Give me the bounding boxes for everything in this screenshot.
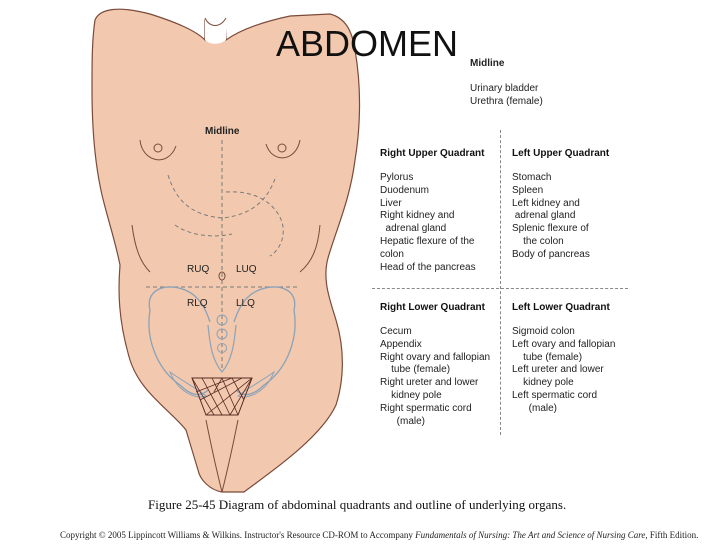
rlq-organ: Right ureter and lower [380, 377, 479, 389]
rlq-organ: Appendix [380, 338, 422, 350]
right-flank-line [299, 224, 321, 273]
liver-outline [174, 224, 233, 237]
left-hip-socket [237, 370, 276, 398]
figure-caption: Figure 25-45 Diagram of abdominal quadra… [148, 497, 567, 512]
ruq-organ: adrenal gland [380, 223, 447, 235]
quadrant-divider-horizontal [372, 288, 628, 289]
midline-organ-list: Urinary bladder Urethra (female) [470, 83, 543, 109]
llq-heading: Left Lower Quadrant [512, 302, 610, 313]
ruq-organ: Head of the pancreas [380, 261, 476, 273]
ruq-label: RUQ [187, 264, 210, 275]
luq-organ-list: Stomach Spleen Left kidney and adrenal g… [512, 172, 590, 262]
right-breast [139, 139, 177, 161]
left-breast [265, 139, 301, 159]
ruq-organ: Duodenum [380, 184, 429, 196]
pelvis-outline [148, 286, 296, 396]
ruq-organ: colon [380, 248, 404, 260]
llq-organ: Left spermatic cord [512, 389, 598, 401]
luq-organ: the colon [512, 235, 564, 247]
ruq-heading: Right Upper Quadrant [380, 148, 485, 159]
ruq-organ: Hepatic flexure of the [380, 235, 475, 247]
rlq-organ-list: Cecum Appendix Right ovary and fallopian… [380, 326, 490, 428]
copyright-notice: Copyright © 2005 Lippincott Williams & W… [60, 530, 698, 540]
copyright-prefix: Copyright © 2005 Lippincott Williams & W… [60, 530, 416, 540]
luq-heading: Left Upper Quadrant [512, 148, 610, 159]
body-midline-label: Midline [205, 126, 240, 137]
luq-organ: adrenal gland [512, 210, 576, 222]
left-nipple [277, 143, 287, 153]
rlq-organ: kidney pole [380, 389, 442, 401]
right-hip-socket [168, 370, 207, 398]
rlq-organ: Right ovary and fallopian [380, 351, 491, 363]
luq-organ: Spleen [512, 184, 544, 196]
llq-organ: kidney pole [512, 377, 574, 389]
neck-outline [204, 17, 227, 26]
navel [218, 271, 226, 281]
luq-organ: Splenic flexure of [512, 223, 589, 235]
midline-organ: Urinary bladder [470, 83, 539, 94]
rlq-organ: tube (female) [380, 364, 451, 376]
llq-organ-list: Sigmoid colon Left ovary and fallopian t… [512, 326, 615, 416]
rlq-heading: Right Lower Quadrant [380, 302, 485, 313]
neck-shape [205, 0, 226, 44]
stomach-outline [225, 191, 284, 257]
rlq-organ: (male) [380, 415, 426, 427]
llq-organ: (male) [512, 402, 558, 414]
leg-gap [205, 419, 239, 493]
ruq-organ: Pylorus [380, 172, 414, 183]
luq-organ: Left kidney and [512, 197, 580, 209]
llq-organ: Sigmoid colon [512, 326, 575, 337]
luq-organ: Stomach [512, 172, 552, 183]
body-silhouette [91, 8, 361, 493]
llq-label: LLQ [236, 298, 255, 309]
right-nipple [153, 143, 163, 153]
luq-label: LUQ [236, 264, 257, 275]
vertebra-1 [216, 314, 228, 326]
midline-heading: Midline [470, 58, 505, 69]
vertebra-2 [216, 328, 228, 340]
slide-title: ABDOMEN [276, 23, 459, 64]
llq-organ: tube (female) [512, 351, 583, 363]
quadrant-divider-vertical [500, 130, 501, 435]
rib-cage-outline [167, 174, 277, 219]
ruq-organ: Right kidney and [380, 210, 455, 222]
copyright-book-title: Fundamentals of Nursing: The Art and Sci… [415, 530, 648, 540]
llq-organ: Left ureter and lower [512, 364, 604, 376]
left-flank-line [131, 224, 151, 273]
ruq-organ-list: Pylorus Duodenum Liver Right kidney and … [380, 172, 476, 274]
rlq-organ: Right spermatic cord [380, 402, 472, 414]
midline-organ: Urethra (female) [470, 95, 543, 107]
sacrum-outline [207, 324, 237, 373]
vertebra-3 [217, 343, 227, 353]
rlq-label: RLQ [187, 298, 208, 309]
llq-organ: Left ovary and fallopian [512, 338, 616, 350]
ruq-organ: Liver [380, 197, 402, 209]
luq-organ: Body of pancreas [512, 248, 590, 260]
copyright-suffix: Fifth Edition. [647, 530, 699, 540]
rlq-organ: Cecum [380, 326, 412, 337]
pubic-hatching [191, 377, 253, 416]
